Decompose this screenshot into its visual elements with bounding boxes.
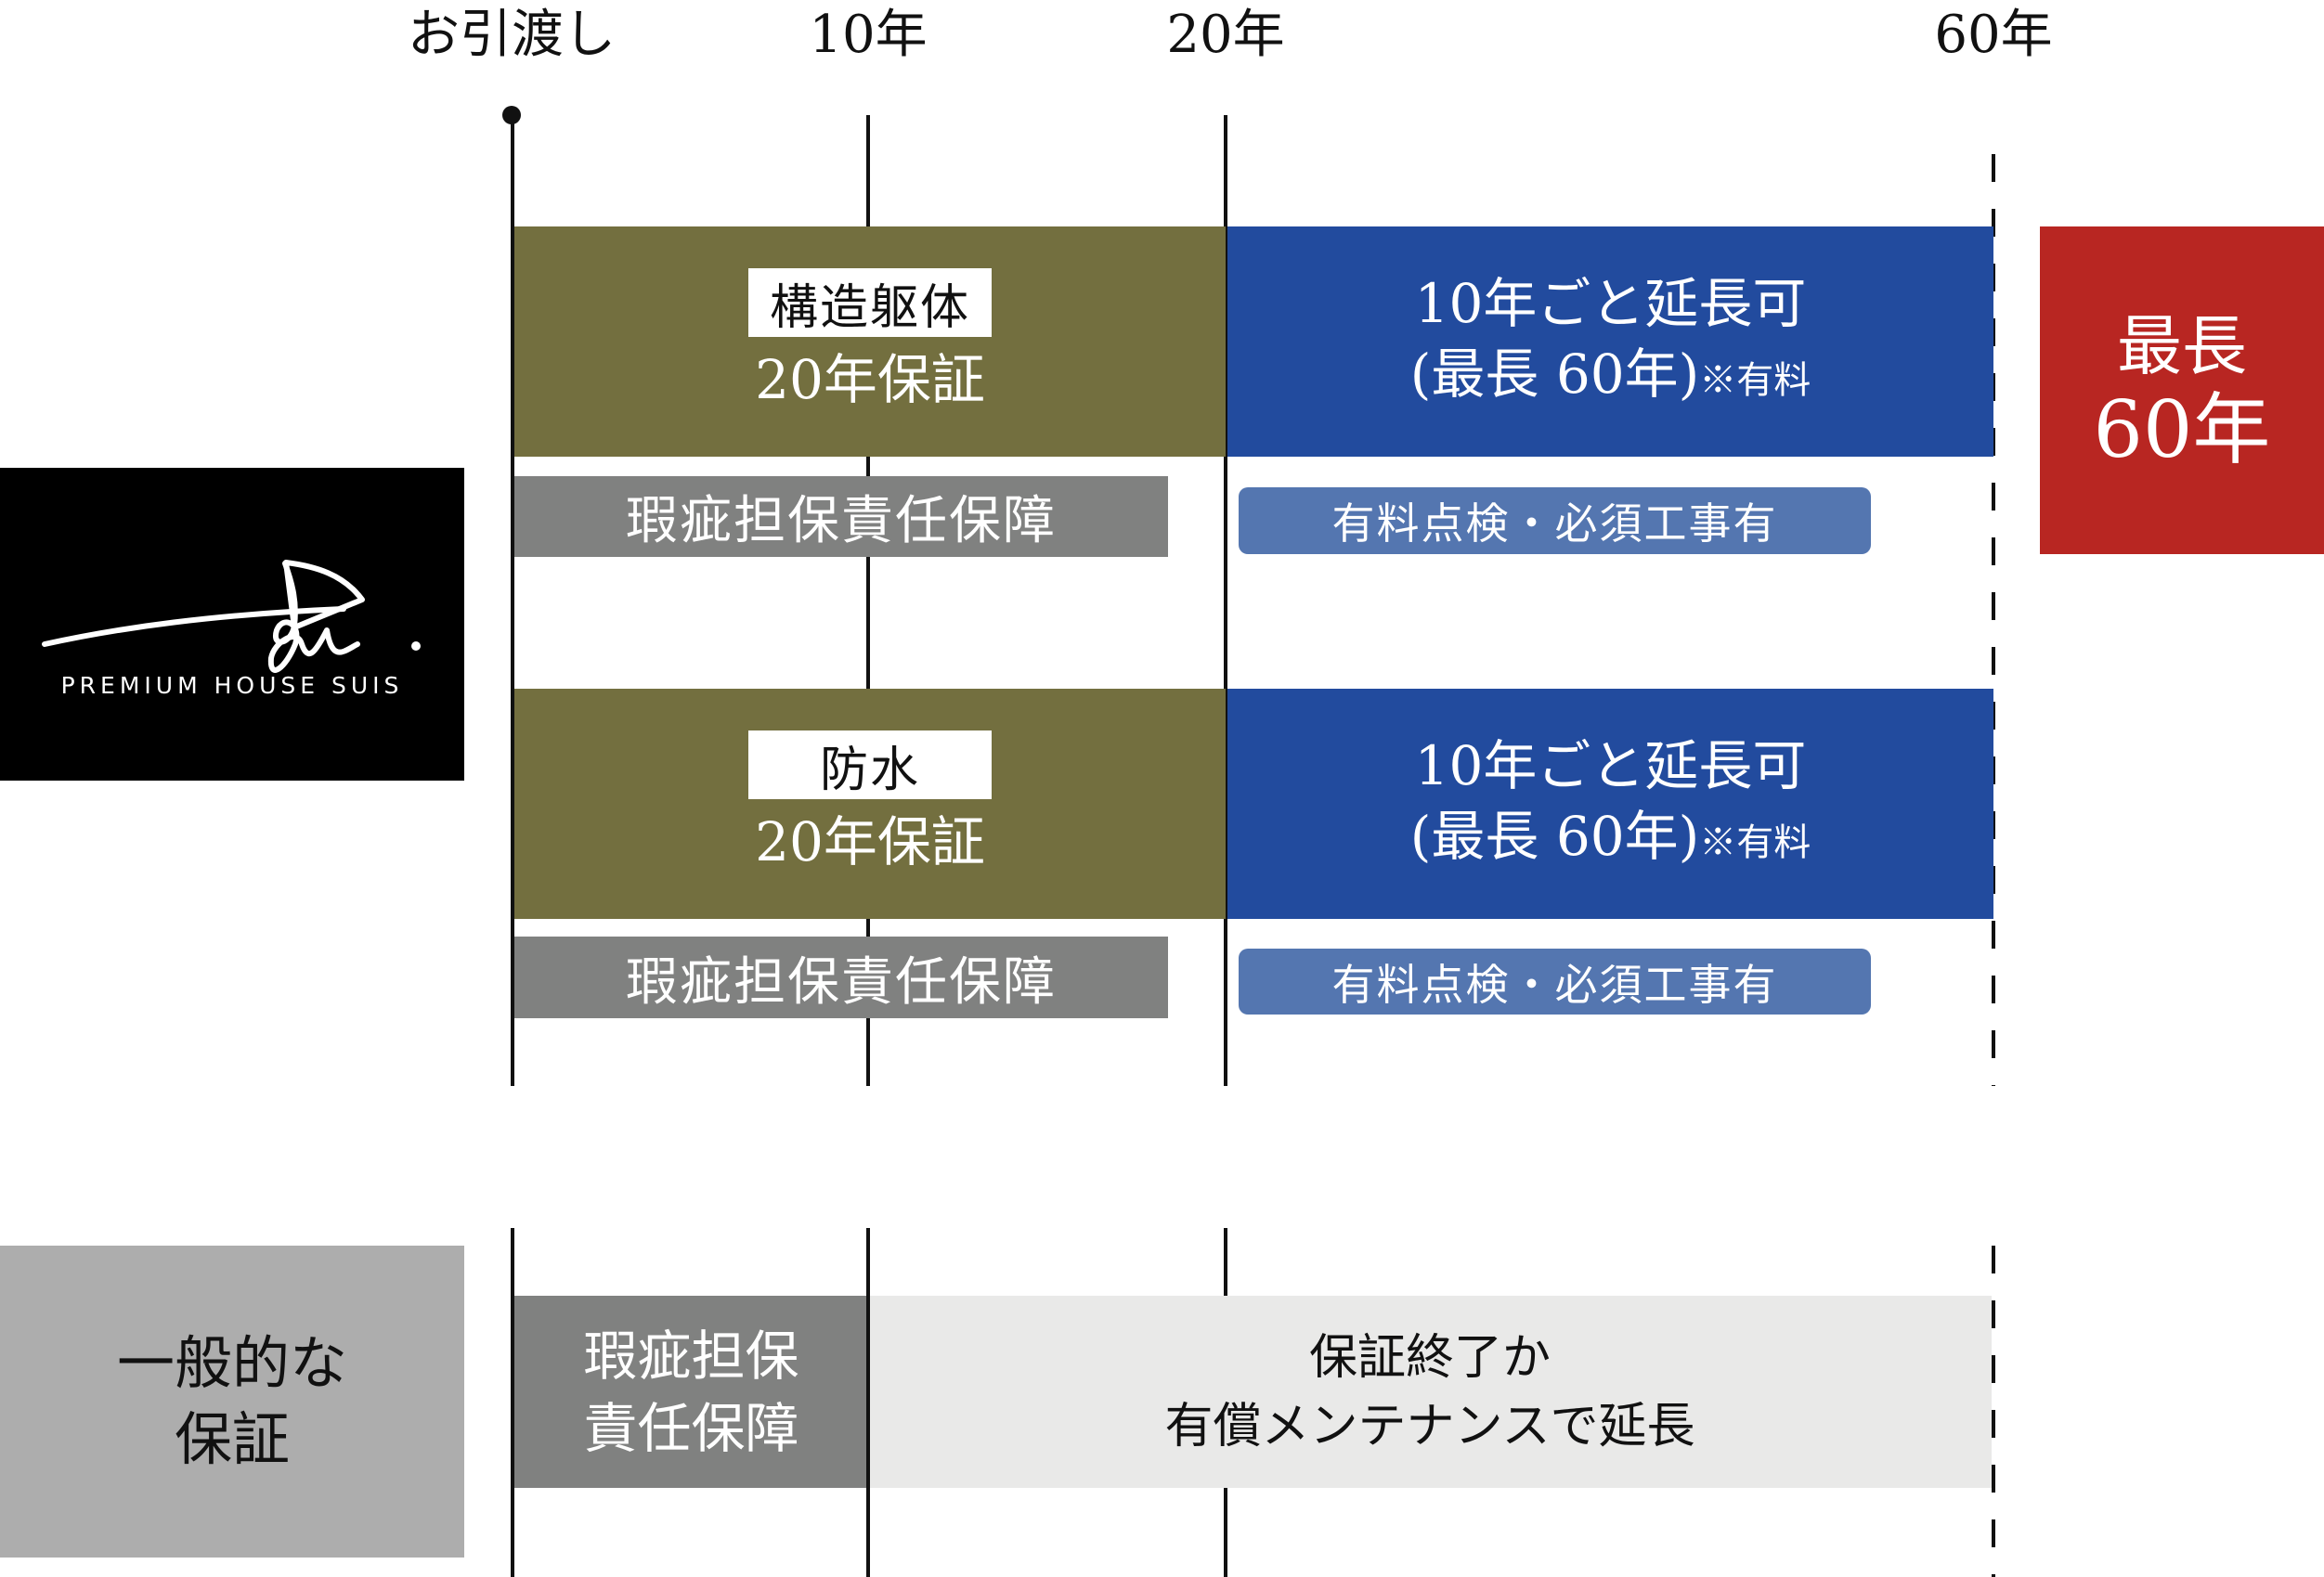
structure-category-label: 構造躯体 [748, 268, 992, 337]
waterproof-initial-warranty: 20年保証 [755, 810, 985, 873]
waterproof-category-label: 防水 [748, 730, 992, 799]
structure-warranty-bar: 構造躯体 20年保証 [514, 226, 1226, 457]
general-line-10-years-overlay [866, 1296, 870, 1488]
general-line-handover [511, 1228, 514, 1577]
general-warranty-label: 一般的な 保証 [0, 1246, 464, 1558]
waterproof-extension-bar: 10年ごと延長可 (最長 60年)※有料 [1227, 689, 1993, 919]
general-label-line1: 一般的な [116, 1329, 347, 1397]
structure-extension-line1: 10年ごと延長可 [1414, 271, 1807, 335]
brand-logo-text: PREMIUM HOUSE SUIS [60, 672, 404, 699]
structure-extension-note: ※有料 [1699, 358, 1811, 402]
max-badge-line1: 最長 [2117, 307, 2247, 384]
structure-initial-warranty: 20年保証 [755, 348, 985, 411]
structure-defect-liability-bar: 瑕疵担保責任保障 [514, 476, 1168, 557]
general-after-warranty-bar: 保証終了か 有償メンテナンスで延長 [868, 1296, 1992, 1488]
general-after-line2: 有償メンテナンスで延長 [1164, 1398, 1695, 1454]
waterproof-extension-note: ※有料 [1699, 821, 1811, 864]
timeline-line-handover [511, 115, 514, 1086]
general-defect-liability-bar: 瑕疵担保 責任保障 [514, 1296, 868, 1488]
structure-condition-pill: 有料点検・必須工事有 [1239, 487, 1871, 554]
tick-label-handover: お引渡し [408, 5, 616, 65]
structure-extension-bar: 10年ごと延長可 (最長 60年)※有料 [1227, 226, 1993, 457]
general-defect-line1: 瑕疵担保 [583, 1324, 799, 1388]
structure-extension-line2: (最長 60年) [1409, 342, 1700, 406]
brand-logo-panel: PREMIUM HOUSE SUIS [0, 468, 464, 781]
max-badge-line2: 60年 [2093, 383, 2271, 475]
general-label-line2: 保証 [174, 1405, 290, 1473]
tick-label-10-years: 10年 [809, 5, 928, 65]
general-dashed-line-60-years [1992, 1246, 1995, 1577]
timeline-line-10-years [866, 115, 870, 1086]
waterproof-extension-line1: 10年ごと延長可 [1414, 733, 1807, 797]
timeline-line-20-years [1224, 115, 1227, 1086]
waterproof-defect-liability-bar: 瑕疵担保責任保障 [514, 937, 1168, 1018]
waterproof-condition-pill: 有料点検・必須工事有 [1239, 949, 1871, 1015]
timeline-dashed-line-60-years [1992, 154, 1995, 1086]
general-after-line1: 保証終了か [1308, 1329, 1551, 1386]
tick-label-20-years: 20年 [1166, 5, 1285, 65]
signature-logo-icon [42, 560, 421, 673]
waterproof-warranty-bar: 防水 20年保証 [514, 689, 1226, 919]
general-defect-line2: 責任保障 [583, 1396, 799, 1460]
waterproof-extension-line2: (最長 60年) [1409, 804, 1700, 868]
max-60-years-badge: 最長 60年 [2040, 226, 2324, 554]
tick-label-60-years: 60年 [1934, 5, 2053, 65]
